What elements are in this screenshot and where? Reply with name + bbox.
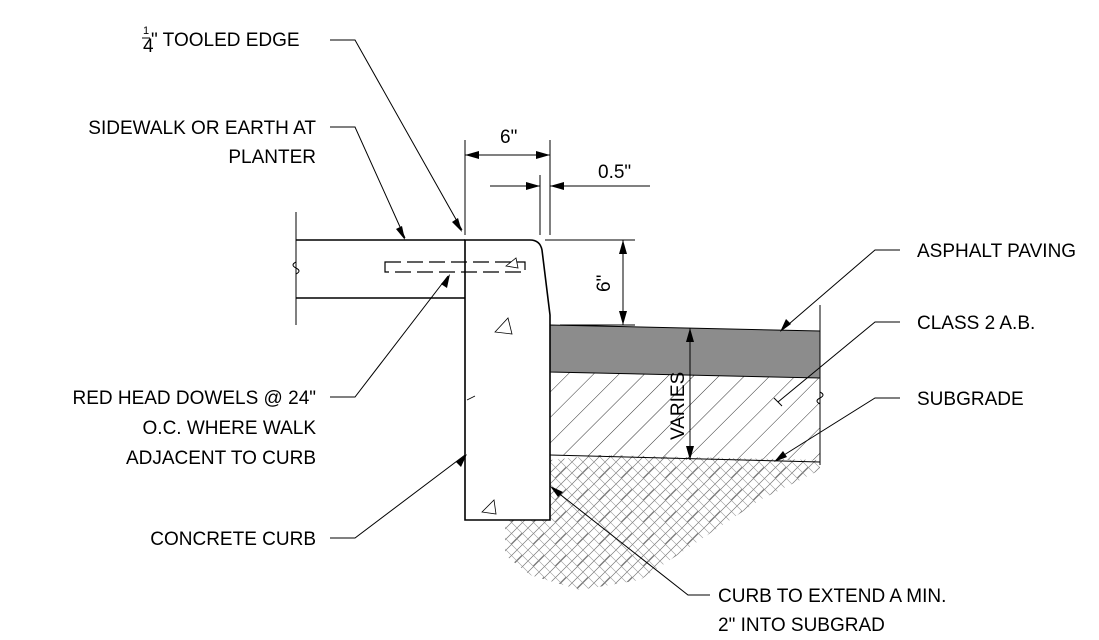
leader-dowels <box>330 275 449 398</box>
label-tooled-edge-den: 4 <box>143 36 154 57</box>
leader-curb-extend <box>551 487 710 596</box>
leader-tooled-edge <box>330 39 463 231</box>
dim-width-label: 6" <box>500 127 517 148</box>
dim-varies-arrows <box>686 328 694 460</box>
dim-height-label: 6" <box>594 275 615 292</box>
label-subgrade: SUBGRADE <box>917 389 1024 410</box>
tick-class2 <box>773 397 783 407</box>
dowel <box>384 261 526 273</box>
arrow-sidewalk <box>396 226 405 240</box>
dim-offset-arrows <box>526 182 564 190</box>
dim-varies-label: VARIES <box>668 372 689 440</box>
leader-subgrade <box>775 397 900 461</box>
dim-offset-label: 0.5" <box>598 162 631 183</box>
label-asphalt: ASPHALT PAVING <box>917 241 1076 262</box>
label-class2: CLASS 2 A.B. <box>917 313 1035 334</box>
label-sidewalk-2: PLANTER <box>228 147 316 168</box>
label-dowels-2: O.C. WHERE WALK <box>143 418 317 439</box>
leader-concrete-curb <box>330 454 466 539</box>
arrow-curb-extend <box>550 486 563 497</box>
leader-class2 <box>777 321 900 403</box>
label-sidewalk-1: SIDEWALK OR EARTH AT <box>88 118 316 139</box>
leader-asphalt <box>781 249 900 331</box>
arrow-concrete-curb <box>456 454 467 467</box>
asphalt-layer <box>549 324 821 379</box>
label-tooled-edge: 1 <box>143 25 149 37</box>
subgrade-hatch <box>505 455 820 590</box>
break-symbol-right <box>816 391 824 405</box>
concrete-curb-outline <box>464 239 551 521</box>
label-concrete-curb: CONCRETE CURB <box>150 529 316 550</box>
base-layer-hatch <box>550 372 820 460</box>
label-dowels-1: RED HEAD DOWELS @ 24" <box>72 388 316 409</box>
leader-sidewalk <box>330 126 406 239</box>
arrow-tooled-edge <box>452 218 462 232</box>
arrow-dowels <box>441 274 450 288</box>
label-dowels-3: ADJACENT TO CURB <box>126 448 316 469</box>
label-curb-extend-2: 2" INTO SUBGRAD <box>718 615 885 636</box>
label-curb-extend-1: CURB TO EXTEND A MIN. <box>718 586 946 607</box>
concrete-texture <box>466 257 519 515</box>
arrow-asphalt <box>780 319 791 332</box>
label-tooled-edge-text: " TOOLED EDGE <box>151 30 300 51</box>
arrow-subgrade <box>774 451 787 462</box>
break-symbol-left <box>292 261 300 275</box>
